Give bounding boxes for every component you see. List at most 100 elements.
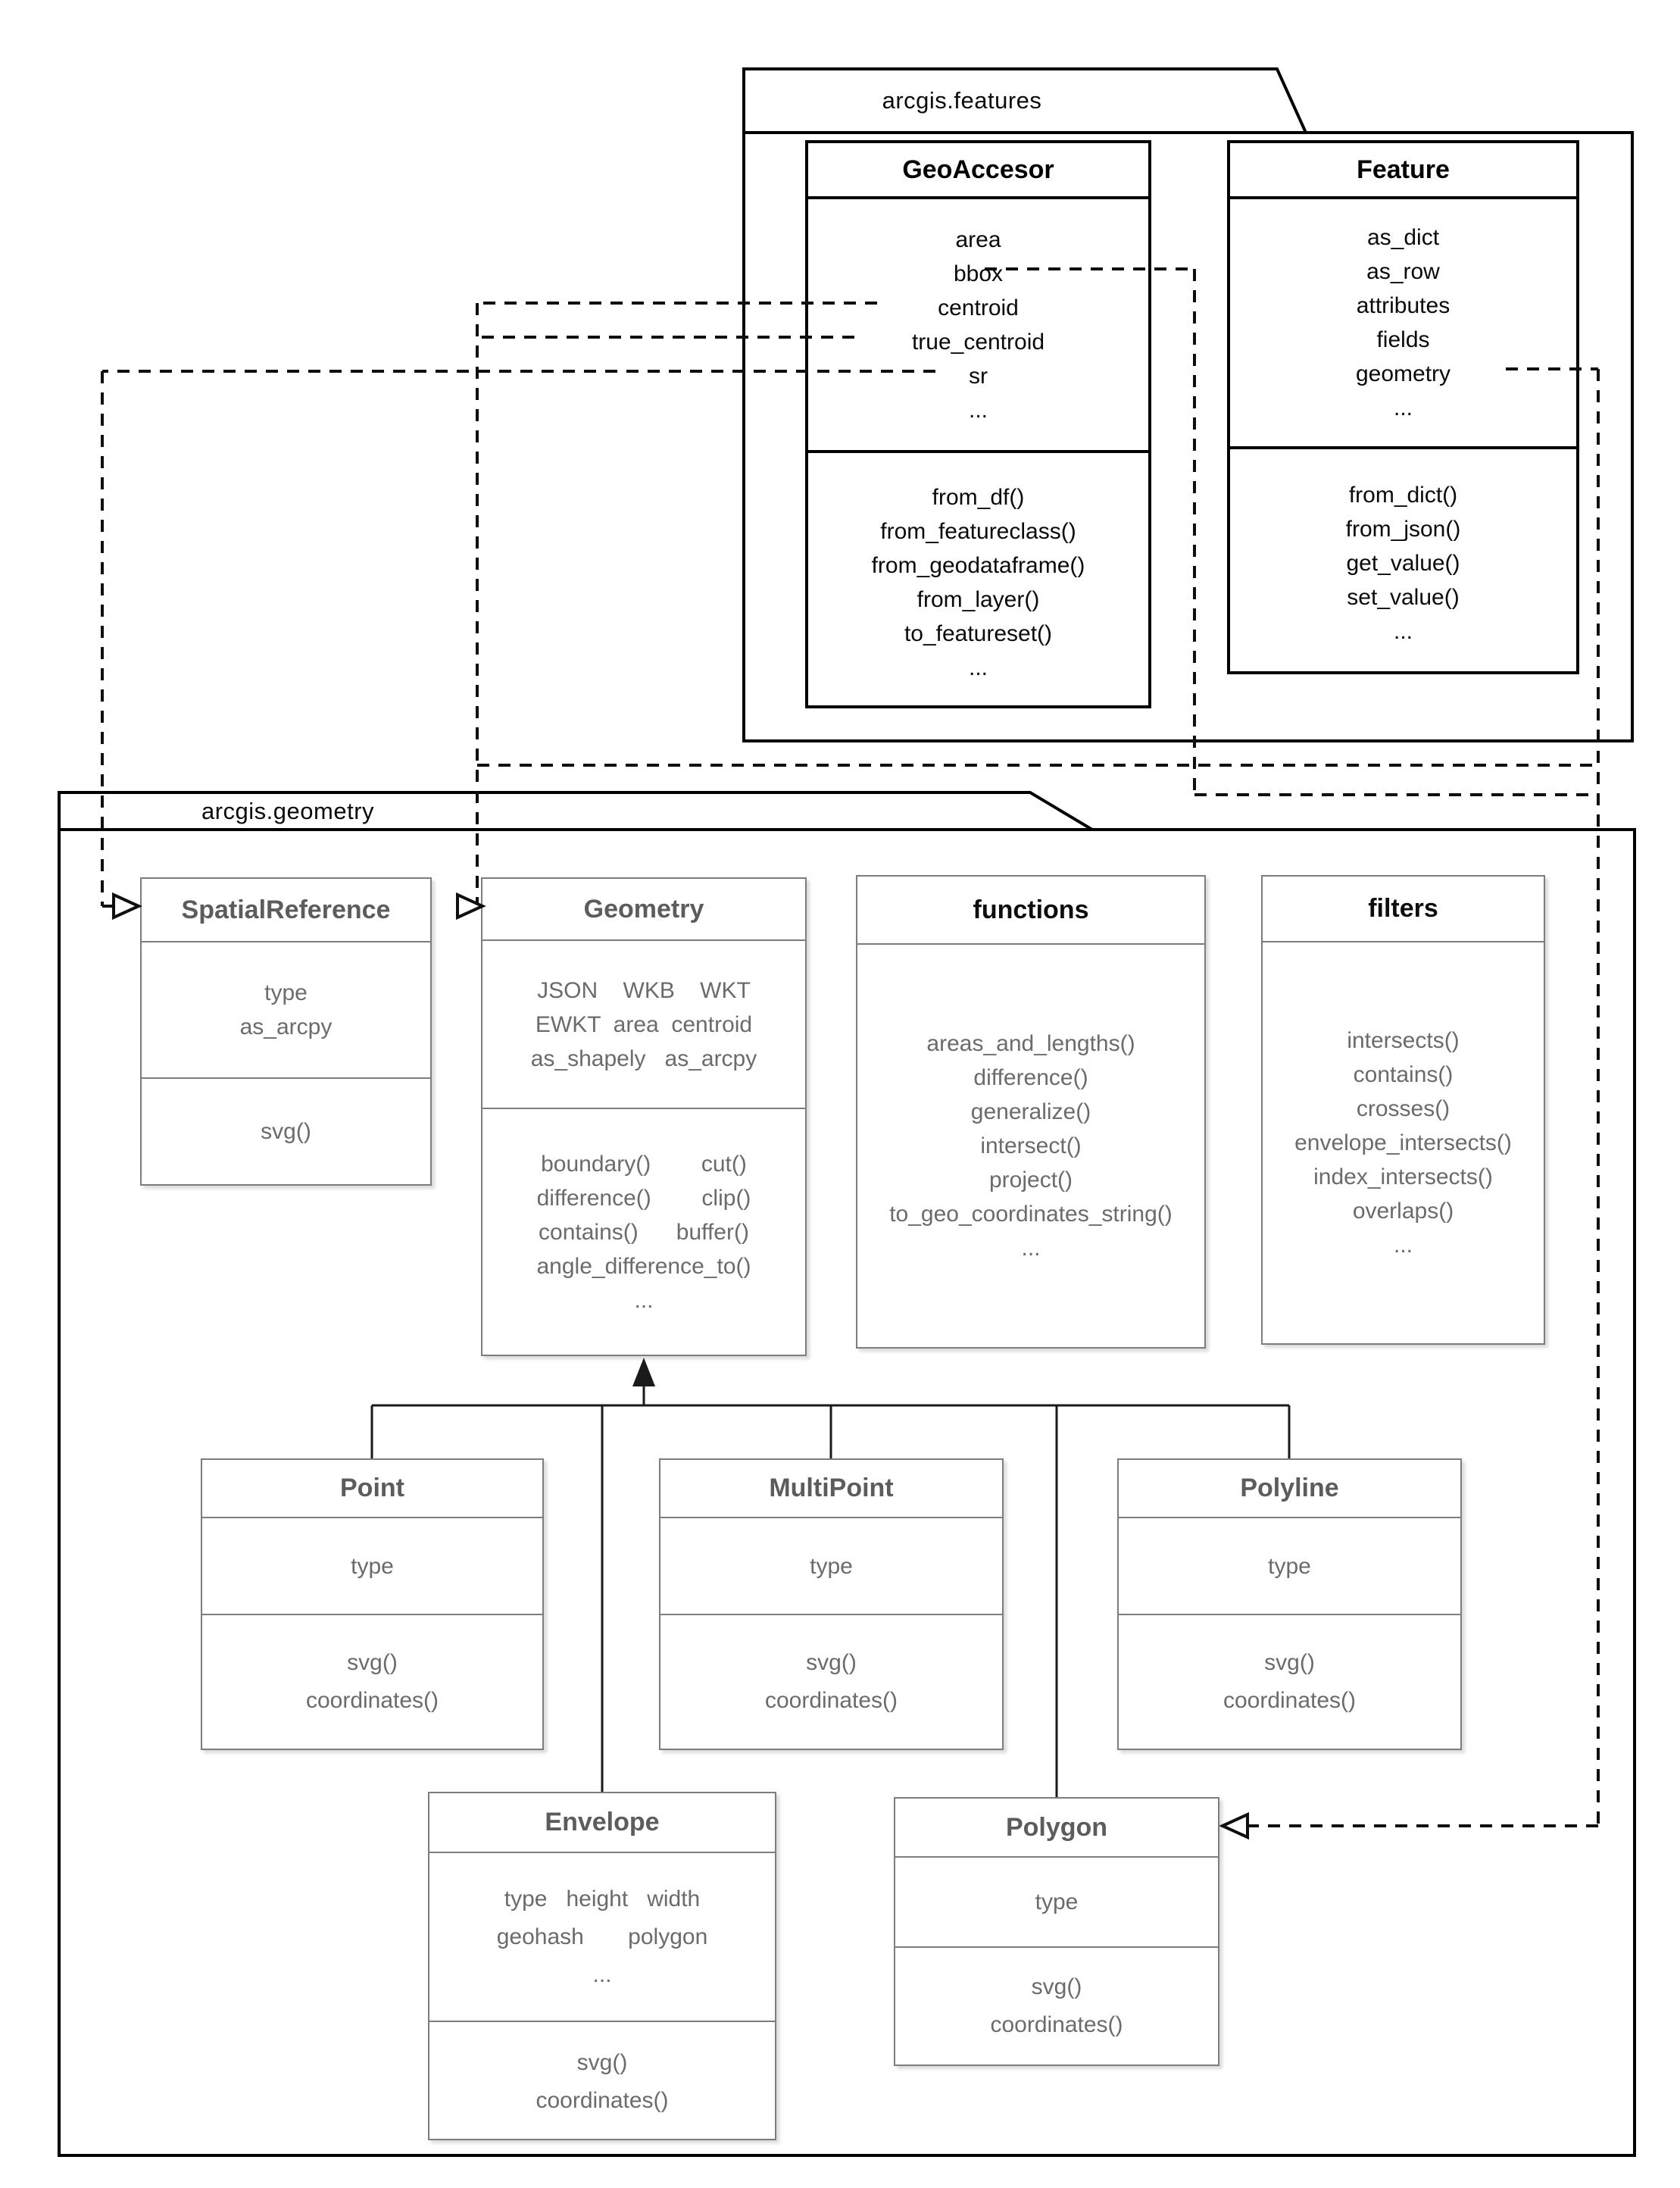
method: intersect() bbox=[980, 1133, 1082, 1158]
method: coordinates() bbox=[990, 2012, 1123, 2037]
methods-section: svg() coordinates() bbox=[895, 1946, 1218, 2065]
method: from_layer() bbox=[917, 586, 1040, 612]
method: crosses() bbox=[1356, 1096, 1450, 1121]
class-box-feature: Feature as_dict as_row attributes fields… bbox=[1227, 140, 1579, 674]
attribute: as_row bbox=[1366, 259, 1440, 284]
method: svg() bbox=[261, 1119, 311, 1144]
geometry-package-label: arcgis.geometry bbox=[201, 797, 375, 824]
method: difference() clip() bbox=[536, 1185, 751, 1211]
attributes-section: type bbox=[660, 1517, 1002, 1614]
method: svg() bbox=[1264, 1650, 1315, 1675]
method: coordinates() bbox=[536, 2088, 669, 2113]
attribute: geohash polygon bbox=[496, 1924, 708, 1949]
method: get_value() bbox=[1346, 551, 1460, 576]
class-box-multipoint: MultiPoint type svg() coordinates() bbox=[659, 1458, 1004, 1750]
method: index_intersects() bbox=[1313, 1164, 1493, 1189]
method: svg() bbox=[1031, 1974, 1082, 1999]
methods-section: areas_and_lengths() difference() general… bbox=[857, 943, 1204, 1347]
attributes-section: area bbox centroid true_centroid sr ... bbox=[808, 196, 1148, 450]
attribute: bbox bbox=[953, 261, 1004, 286]
method: from_json() bbox=[1345, 517, 1461, 542]
methods-section: svg() bbox=[142, 1077, 430, 1184]
attribute: type height width bbox=[504, 1886, 701, 1911]
attribute: ... bbox=[592, 1961, 612, 1987]
attribute: fields bbox=[1376, 327, 1430, 352]
method: project() bbox=[988, 1167, 1073, 1192]
methods-section: svg() coordinates() bbox=[429, 2021, 775, 2142]
class-title: Envelope bbox=[545, 1808, 660, 1836]
attributes-section: as_dict as_row attributes fields geometr… bbox=[1230, 196, 1576, 446]
methods-section: boundary() cut() difference() clip() con… bbox=[482, 1108, 805, 1355]
class-title: Polyline bbox=[1240, 1474, 1339, 1502]
method: contains() bbox=[1353, 1062, 1454, 1087]
class-box-polyline: Polyline type svg() coordinates() bbox=[1117, 1458, 1462, 1750]
methods-section: svg() coordinates() bbox=[202, 1614, 542, 1749]
method: contains() buffer() bbox=[539, 1219, 749, 1245]
method: from_df() bbox=[932, 484, 1025, 510]
method: svg() bbox=[347, 1650, 398, 1675]
class-title: GeoAccesor bbox=[902, 155, 1054, 184]
attribute: true_centroid bbox=[911, 329, 1045, 355]
attribute: EWKT area centroid bbox=[535, 1011, 753, 1037]
method: to_featureset() bbox=[904, 620, 1053, 646]
class-box-geometry: Geometry JSON WKB WKT EWKT area centroid… bbox=[481, 877, 807, 1356]
method: from_geodataframe() bbox=[871, 552, 1085, 578]
class-box-spatialreference: SpatialReference type as_arcpy svg() bbox=[140, 877, 432, 1186]
method: svg() bbox=[576, 2050, 628, 2075]
method: ... bbox=[634, 1287, 654, 1313]
class-box-filters: filters intersects() contains() crosses(… bbox=[1261, 875, 1545, 1345]
attribute: sr bbox=[969, 363, 988, 389]
attribute: ... bbox=[968, 397, 988, 423]
class-title: Geometry bbox=[583, 894, 704, 924]
attributes-section: type bbox=[895, 1856, 1218, 1946]
method: set_value() bbox=[1347, 585, 1460, 610]
method: difference() bbox=[973, 1065, 1088, 1090]
methods-section: from_dict() from_json() get_value() set_… bbox=[1230, 446, 1576, 677]
attributes-section: type as_arcpy bbox=[142, 941, 430, 1077]
attribute: as_arcpy bbox=[239, 1014, 333, 1039]
attribute: type bbox=[264, 980, 308, 1005]
attribute: as_shapely as_arcpy bbox=[530, 1046, 757, 1071]
method: ... bbox=[1021, 1236, 1041, 1261]
method: areas_and_lengths() bbox=[926, 1031, 1135, 1056]
method: coordinates() bbox=[1223, 1688, 1357, 1713]
attributes-section: type bbox=[1119, 1517, 1460, 1614]
features-package-label: arcgis.features bbox=[882, 87, 1042, 114]
method: coordinates() bbox=[305, 1688, 439, 1713]
attribute: attributes bbox=[1356, 293, 1450, 318]
attribute: JSON WKB WKT bbox=[537, 977, 751, 1003]
class-title: SpatialReference bbox=[181, 895, 391, 924]
method: from_dict() bbox=[1348, 483, 1458, 508]
method: ... bbox=[968, 655, 988, 680]
attribute: centroid bbox=[938, 295, 1019, 320]
method: ... bbox=[1393, 619, 1413, 644]
method: overlaps() bbox=[1352, 1199, 1454, 1224]
class-title: functions bbox=[973, 895, 1089, 924]
attribute: area bbox=[955, 227, 1001, 252]
class-box-envelope: Envelope type height width geohash polyg… bbox=[428, 1792, 776, 2140]
method: envelope_intersects() bbox=[1294, 1130, 1512, 1155]
method: angle_difference_to() bbox=[536, 1253, 751, 1279]
class-title: filters bbox=[1368, 894, 1438, 923]
method: generalize() bbox=[970, 1099, 1091, 1124]
attribute: geometry bbox=[1355, 361, 1451, 386]
class-box-polygon: Polygon type svg() coordinates() bbox=[894, 1797, 1219, 2066]
class-title: Feature bbox=[1357, 155, 1450, 184]
class-title: Point bbox=[340, 1474, 404, 1502]
attribute: type bbox=[351, 1553, 394, 1579]
attributes-section: type height width geohash polygon ... bbox=[429, 1852, 775, 2021]
methods-section: from_df() from_featureclass() from_geoda… bbox=[808, 450, 1148, 711]
attributes-section: type bbox=[202, 1517, 542, 1614]
methods-section: svg() coordinates() bbox=[660, 1614, 1002, 1749]
class-title: MultiPoint bbox=[769, 1474, 894, 1502]
attribute: as_dict bbox=[1366, 225, 1440, 250]
methods-section: svg() coordinates() bbox=[1119, 1614, 1460, 1749]
method: coordinates() bbox=[764, 1688, 898, 1713]
attribute: type bbox=[1268, 1553, 1311, 1579]
attributes-section: JSON WKB WKT EWKT area centroid as_shape… bbox=[482, 939, 805, 1108]
method: boundary() cut() bbox=[541, 1151, 747, 1177]
class-box-geoaccesor: GeoAccesor area bbox centroid true_centr… bbox=[805, 140, 1151, 708]
attribute: ... bbox=[1393, 395, 1413, 420]
class-box-functions: functions areas_and_lengths() difference… bbox=[856, 875, 1206, 1349]
